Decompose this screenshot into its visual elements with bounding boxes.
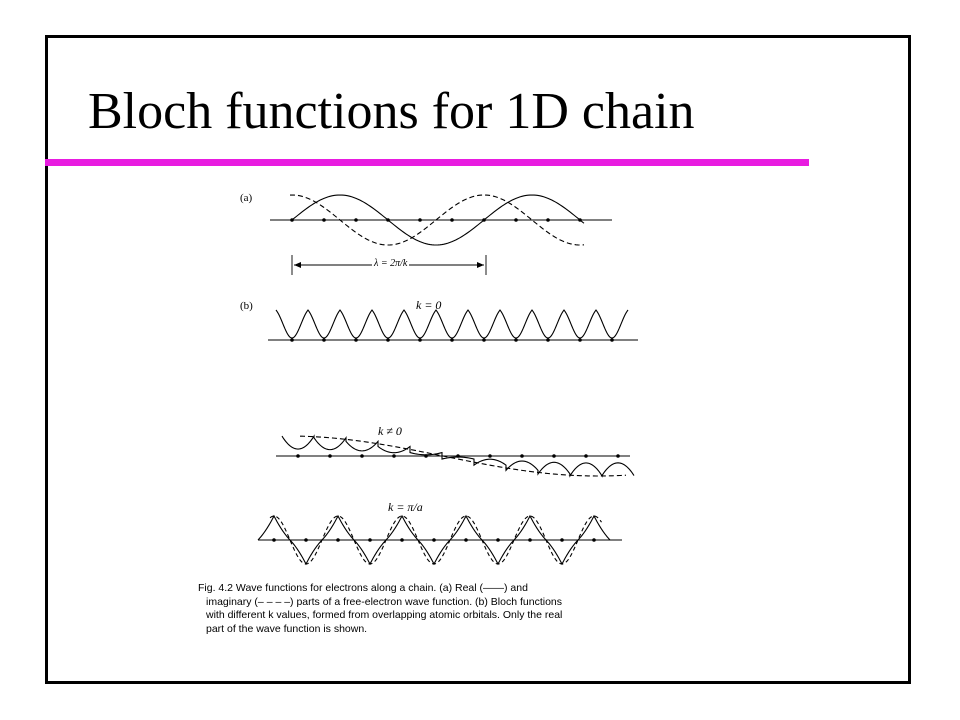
chain-knon0-atom bbox=[616, 454, 620, 458]
chain-kpi-atom bbox=[432, 538, 436, 542]
chain-knon0-atom bbox=[520, 454, 524, 458]
panel-b-k-pi-over-a bbox=[257, 514, 622, 566]
caption-line-4: part of the wave function is shown. bbox=[206, 622, 368, 635]
chain-knon0-atom bbox=[552, 454, 556, 458]
chain-kpi-atom bbox=[368, 538, 372, 542]
chain-k0-atom bbox=[546, 338, 550, 342]
caption-line-1: Fig. 4.2 Wave functions for electrons al… bbox=[198, 582, 528, 594]
chain-k0-atom bbox=[610, 338, 614, 342]
chain-knon0-atom bbox=[360, 454, 364, 458]
bloch-k0-curve bbox=[275, 309, 629, 339]
chain-kpi-atom bbox=[464, 538, 468, 542]
panel-a-free-electron-wave bbox=[270, 194, 612, 246]
k-pi-label: k = π/a bbox=[388, 500, 423, 514]
caption-line-3: with different k values, formed from ove… bbox=[206, 609, 563, 621]
chain-kpi-atom bbox=[528, 538, 532, 542]
chain-knon0-atom bbox=[488, 454, 492, 458]
title-accent-rule bbox=[45, 159, 809, 166]
chain-a-atom bbox=[514, 218, 518, 222]
k-nonzero-label: k ≠ 0 bbox=[378, 424, 402, 438]
chain-kpi-atom bbox=[496, 538, 500, 542]
chain-a-atom bbox=[418, 218, 422, 222]
real-part-curve bbox=[291, 194, 585, 246]
slide-title: Bloch functions for 1D chain bbox=[88, 83, 695, 140]
chain-knon0-atom bbox=[296, 454, 300, 458]
bloch-knon0-curve bbox=[281, 434, 635, 478]
panel-b-label: (b) bbox=[240, 300, 253, 312]
bloch-kpi-curve bbox=[257, 514, 611, 566]
chain-k0-atom bbox=[450, 338, 454, 342]
caption-line-2: imaginary (– – – –) parts of a free-elec… bbox=[206, 595, 563, 608]
figure-caption: Fig. 4.2 Wave functions for electrons al… bbox=[198, 582, 698, 636]
chain-k0-atom bbox=[578, 338, 582, 342]
chain-a-atom bbox=[450, 218, 454, 222]
chain-k0-atom bbox=[482, 338, 486, 342]
chain-a-atom bbox=[354, 218, 358, 222]
lambda-arrow-right bbox=[477, 262, 484, 268]
panel-a-label: (a) bbox=[240, 192, 253, 204]
lambda-arrow-left bbox=[294, 262, 301, 268]
chain-kpi-atom bbox=[560, 538, 564, 542]
chain-k0-atom bbox=[386, 338, 390, 342]
chain-k0-atom bbox=[418, 338, 422, 342]
chain-k0-atom bbox=[322, 338, 326, 342]
k-zero-label: k = 0 bbox=[416, 298, 442, 312]
chain-knon0-atom bbox=[328, 454, 332, 458]
chain-knon0-atom bbox=[584, 454, 588, 458]
chain-knon0-atom bbox=[392, 454, 396, 458]
chain-k0-atom bbox=[514, 338, 518, 342]
chain-kpi-atom bbox=[336, 538, 340, 542]
chain-kpi-atom bbox=[272, 538, 276, 542]
chain-kpi-atom bbox=[592, 538, 596, 542]
chain-a-atom bbox=[322, 218, 326, 222]
chain-kpi-atom bbox=[304, 538, 308, 542]
chain-k0-atom bbox=[290, 338, 294, 342]
bloch-figure: (a) λ = 2π/k (b) k = 0 k ≠ 0 k = π/a bbox=[230, 180, 700, 580]
slide-frame bbox=[45, 35, 911, 684]
imaginary-part-curve bbox=[289, 194, 585, 246]
chain-k0-atom bbox=[354, 338, 358, 342]
chain-kpi-atom bbox=[400, 538, 404, 542]
wavelength-label: λ = 2π/k bbox=[372, 258, 410, 269]
panel-b-k-zero bbox=[268, 309, 638, 342]
envelope-curve bbox=[299, 435, 627, 477]
chain-a-atom bbox=[546, 218, 550, 222]
wave-function-diagram bbox=[257, 194, 638, 566]
panel-b-k-nonzero bbox=[276, 434, 635, 478]
